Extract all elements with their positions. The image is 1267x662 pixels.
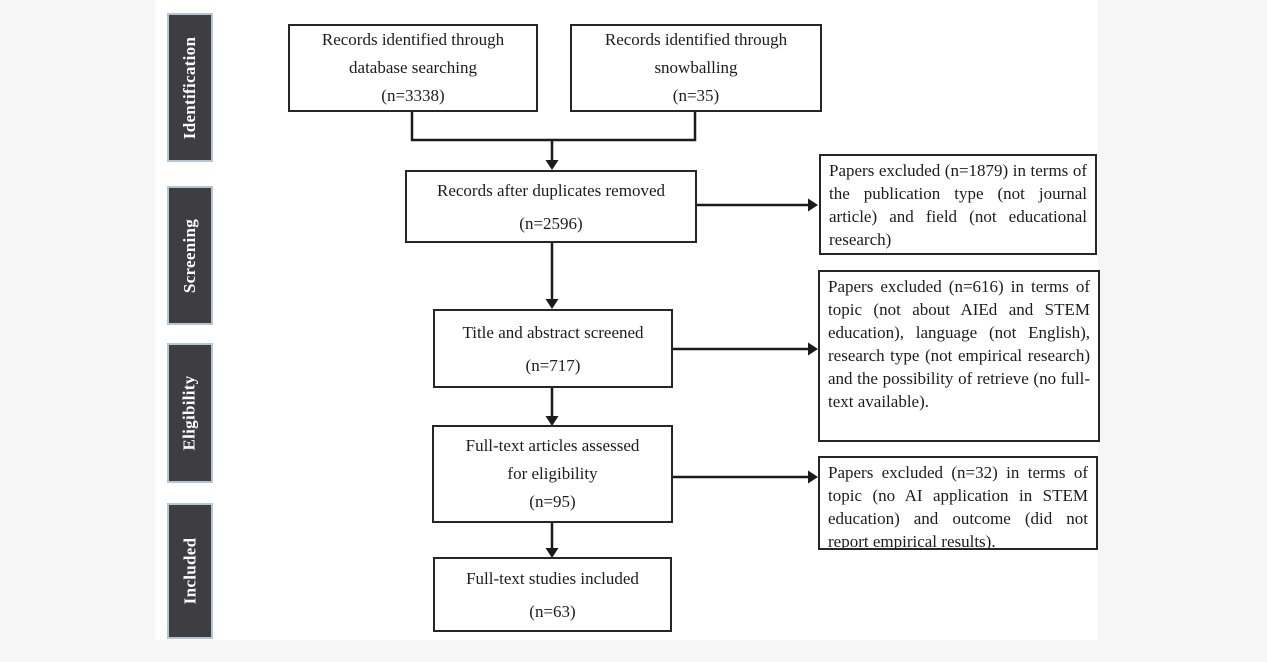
stage-label-text: Identification [180,36,199,139]
stage-label-text: Eligibility [180,375,199,451]
box-fulltext-assessed: Full-text articles assessed for eligibil… [432,425,673,523]
stage-label-identification: Identification [167,13,213,162]
box-excluded-publication-type: Papers excluded (n=1879) in terms of the… [819,154,1097,255]
box-fulltext-studies-included: Full-text studies included (n=63) [433,557,672,632]
box-records-database-searching: Records identified through database sear… [288,24,538,112]
stage-label-included: Included [167,503,213,639]
stage-label-text: Included [180,537,199,605]
box-excluded-no-ai-application: Papers excluded (n=32) in terms of topic… [818,456,1098,550]
box-title-abstract-screened: Title and abstract screened (n=717) [433,309,673,388]
box-records-snowballing: Records identified through snowballing (… [570,24,822,112]
box-excluded-topic-language: Papers excluded (n=616) in terms of topi… [818,270,1100,442]
stage-label-eligibility: Eligibility [167,343,213,483]
stage-label-text: Screening [180,218,200,293]
stage-label-screening: Screening [167,186,213,325]
box-records-after-duplicates: Records after duplicates removed (n=2596… [405,170,697,243]
